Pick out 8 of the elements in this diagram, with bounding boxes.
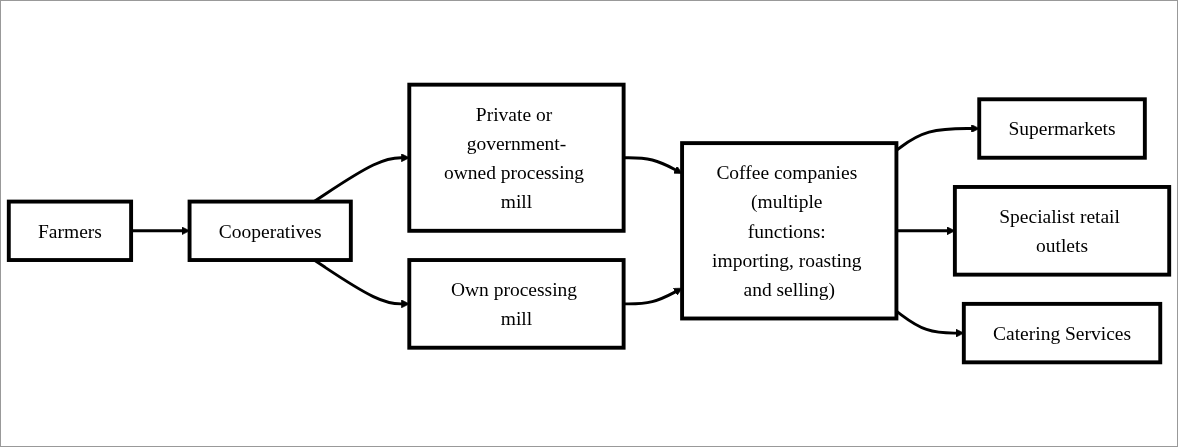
node-box: Farmers <box>6 199 134 262</box>
node-box: Private or government-owned processing mill <box>407 82 626 233</box>
node-box: Catering Services <box>961 301 1163 365</box>
node-box: Specialist retail outlets <box>952 185 1172 277</box>
node-box: Cooperatives <box>187 199 353 262</box>
node-box: Supermarkets <box>977 97 1147 160</box>
node-box: Coffee companies (multiple functions: importing, roasting and selling) <box>680 141 899 321</box>
node-box: Own processing mill <box>407 258 626 350</box>
